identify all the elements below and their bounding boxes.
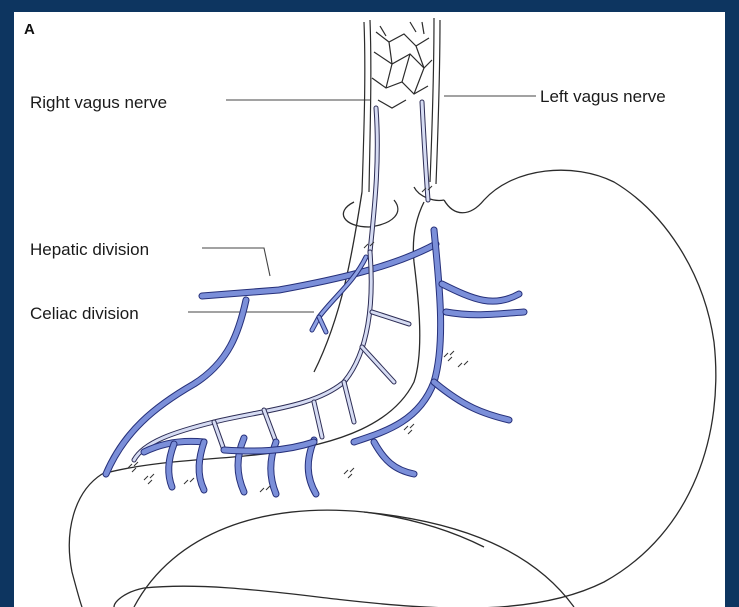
hepatic-division-nerve (202, 244, 436, 296)
stomach-outline (69, 170, 716, 607)
diagram-frame: A Right vagus nerve Left vagus nerve Hep… (14, 12, 725, 607)
gastric-terminal-branches (144, 438, 316, 494)
right-vagus-nerve (370, 108, 377, 252)
label-celiac-division: Celiac division (30, 304, 139, 323)
stomach-vagus-diagram: A Right vagus nerve Left vagus nerve Hep… (14, 12, 725, 607)
left-vagus-nerve (422, 102, 428, 200)
panel-label: A (24, 21, 35, 38)
label-left-vagus-nerve: Left vagus nerve (540, 87, 666, 106)
label-right-vagus-nerve: Right vagus nerve (30, 93, 167, 112)
leader-hepatic (202, 248, 270, 276)
label-hepatic-division: Hepatic division (30, 240, 149, 259)
celiac-division-nerve (312, 257, 366, 332)
posterior-gastric-nerve (134, 252, 409, 460)
esophagus (362, 18, 440, 192)
